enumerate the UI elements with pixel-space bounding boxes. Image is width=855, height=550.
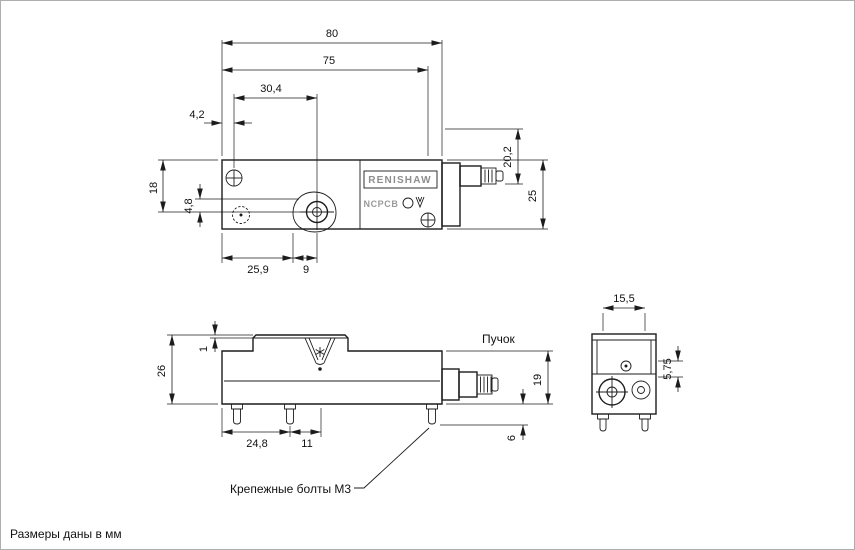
mounting-bolt-right [426, 403, 438, 425]
dim-24-8-label: 24,8 [246, 438, 267, 450]
connector-plug-tip [495, 170, 504, 182]
side-view: 1 26 24,8 11 19 6 [156, 321, 553, 496]
dim-overall-height-26: 26 [156, 334, 253, 405]
mounting-screw-top-left [225, 169, 243, 187]
beam-focus-dot [318, 367, 322, 371]
dim-body-height-19: 19 [446, 350, 553, 405]
brand-plate: RENISHAW [363, 170, 438, 189]
dim-width-30-4: 30,4 [233, 83, 318, 196]
dim-window-offset-5-75: 5,75 [658, 346, 683, 392]
dim-5-75-label: 5,75 [662, 358, 674, 379]
stylus-port-front [596, 376, 628, 408]
dim-connector-20-2: 20,2 [445, 128, 523, 185]
secondary-port-front [631, 380, 651, 400]
dim-18-label: 18 [148, 182, 160, 194]
dim-4-2-label: 4,2 [189, 109, 204, 121]
dim-bolt-length-6: 6 [440, 389, 528, 441]
dim-6-label: 6 [506, 435, 518, 441]
units-note: Размеры даны в мм [10, 527, 122, 541]
dim-overall-height-25: 25 [447, 159, 548, 230]
mounting-bolt-front-right [639, 413, 651, 432]
connector-assembly-side [441, 368, 499, 401]
led-window [402, 197, 414, 209]
top-view: RENISHAW NCPCB 80 75 [148, 28, 548, 276]
model-label: NCPCB [363, 199, 398, 209]
adjustment-gear [232, 206, 250, 224]
dim-bottom-25-9: 25,9 [221, 233, 294, 276]
dim-26-label: 26 [156, 365, 168, 377]
dim-75-label: 75 [323, 55, 335, 67]
indicator-window [620, 360, 632, 372]
dim-30-4-label: 30,4 [260, 83, 281, 95]
dim-height-18: 18 [148, 159, 303, 213]
top-view-body [221, 159, 443, 230]
beam-label: Пучок [482, 332, 516, 346]
dim-11-label: 11 [301, 438, 312, 450]
dim-19-label: 19 [532, 374, 544, 386]
dim-offset-4-8: 4,8 [183, 184, 299, 227]
dim-15-5-label: 15,5 [613, 293, 634, 305]
connector-assembly-top [441, 162, 504, 227]
dim-bolt-spacing-15-5: 15,5 [602, 293, 646, 331]
brand-label: RENISHAW [368, 175, 432, 186]
mounting-bolts-leader-line [354, 427, 430, 489]
dim-25-label: 25 [527, 190, 539, 202]
mounting-bolts-label: Крепежные болты M3 [230, 482, 351, 496]
dim-4-8-label: 4,8 [183, 198, 195, 213]
end-view: 15,5 5,75 [591, 293, 683, 432]
dim-80-label: 80 [326, 28, 338, 40]
dim-bolt-to-beam-11: 11 [290, 408, 322, 450]
dim-20-2-label: 20,2 [502, 146, 514, 167]
dim-25-9-label: 25,9 [247, 264, 268, 276]
dim-9-label: 9 [303, 264, 309, 276]
dim-width-75: 75 [222, 55, 429, 156]
dim-bolt-span-24-8: 24,8 [221, 408, 291, 450]
logo-mark [415, 196, 425, 209]
beam-funnel [304, 337, 336, 365]
dim-1-label: 1 [198, 346, 210, 352]
mounting-bolt-front-left [597, 413, 609, 432]
stylus-port [292, 191, 337, 233]
mounting-bolt-left [231, 403, 243, 425]
mounting-screw-bottom-right [420, 212, 436, 228]
dim-bottom-9: 9 [293, 233, 318, 276]
dim-lid-lip-1: 1 [198, 321, 253, 352]
mounting-bolt-middle [284, 403, 296, 425]
dim-offset-4-2: 4,2 [189, 109, 252, 126]
beam-star-icon [315, 347, 325, 357]
dim-overall-width-80: 80 [221, 28, 443, 156]
